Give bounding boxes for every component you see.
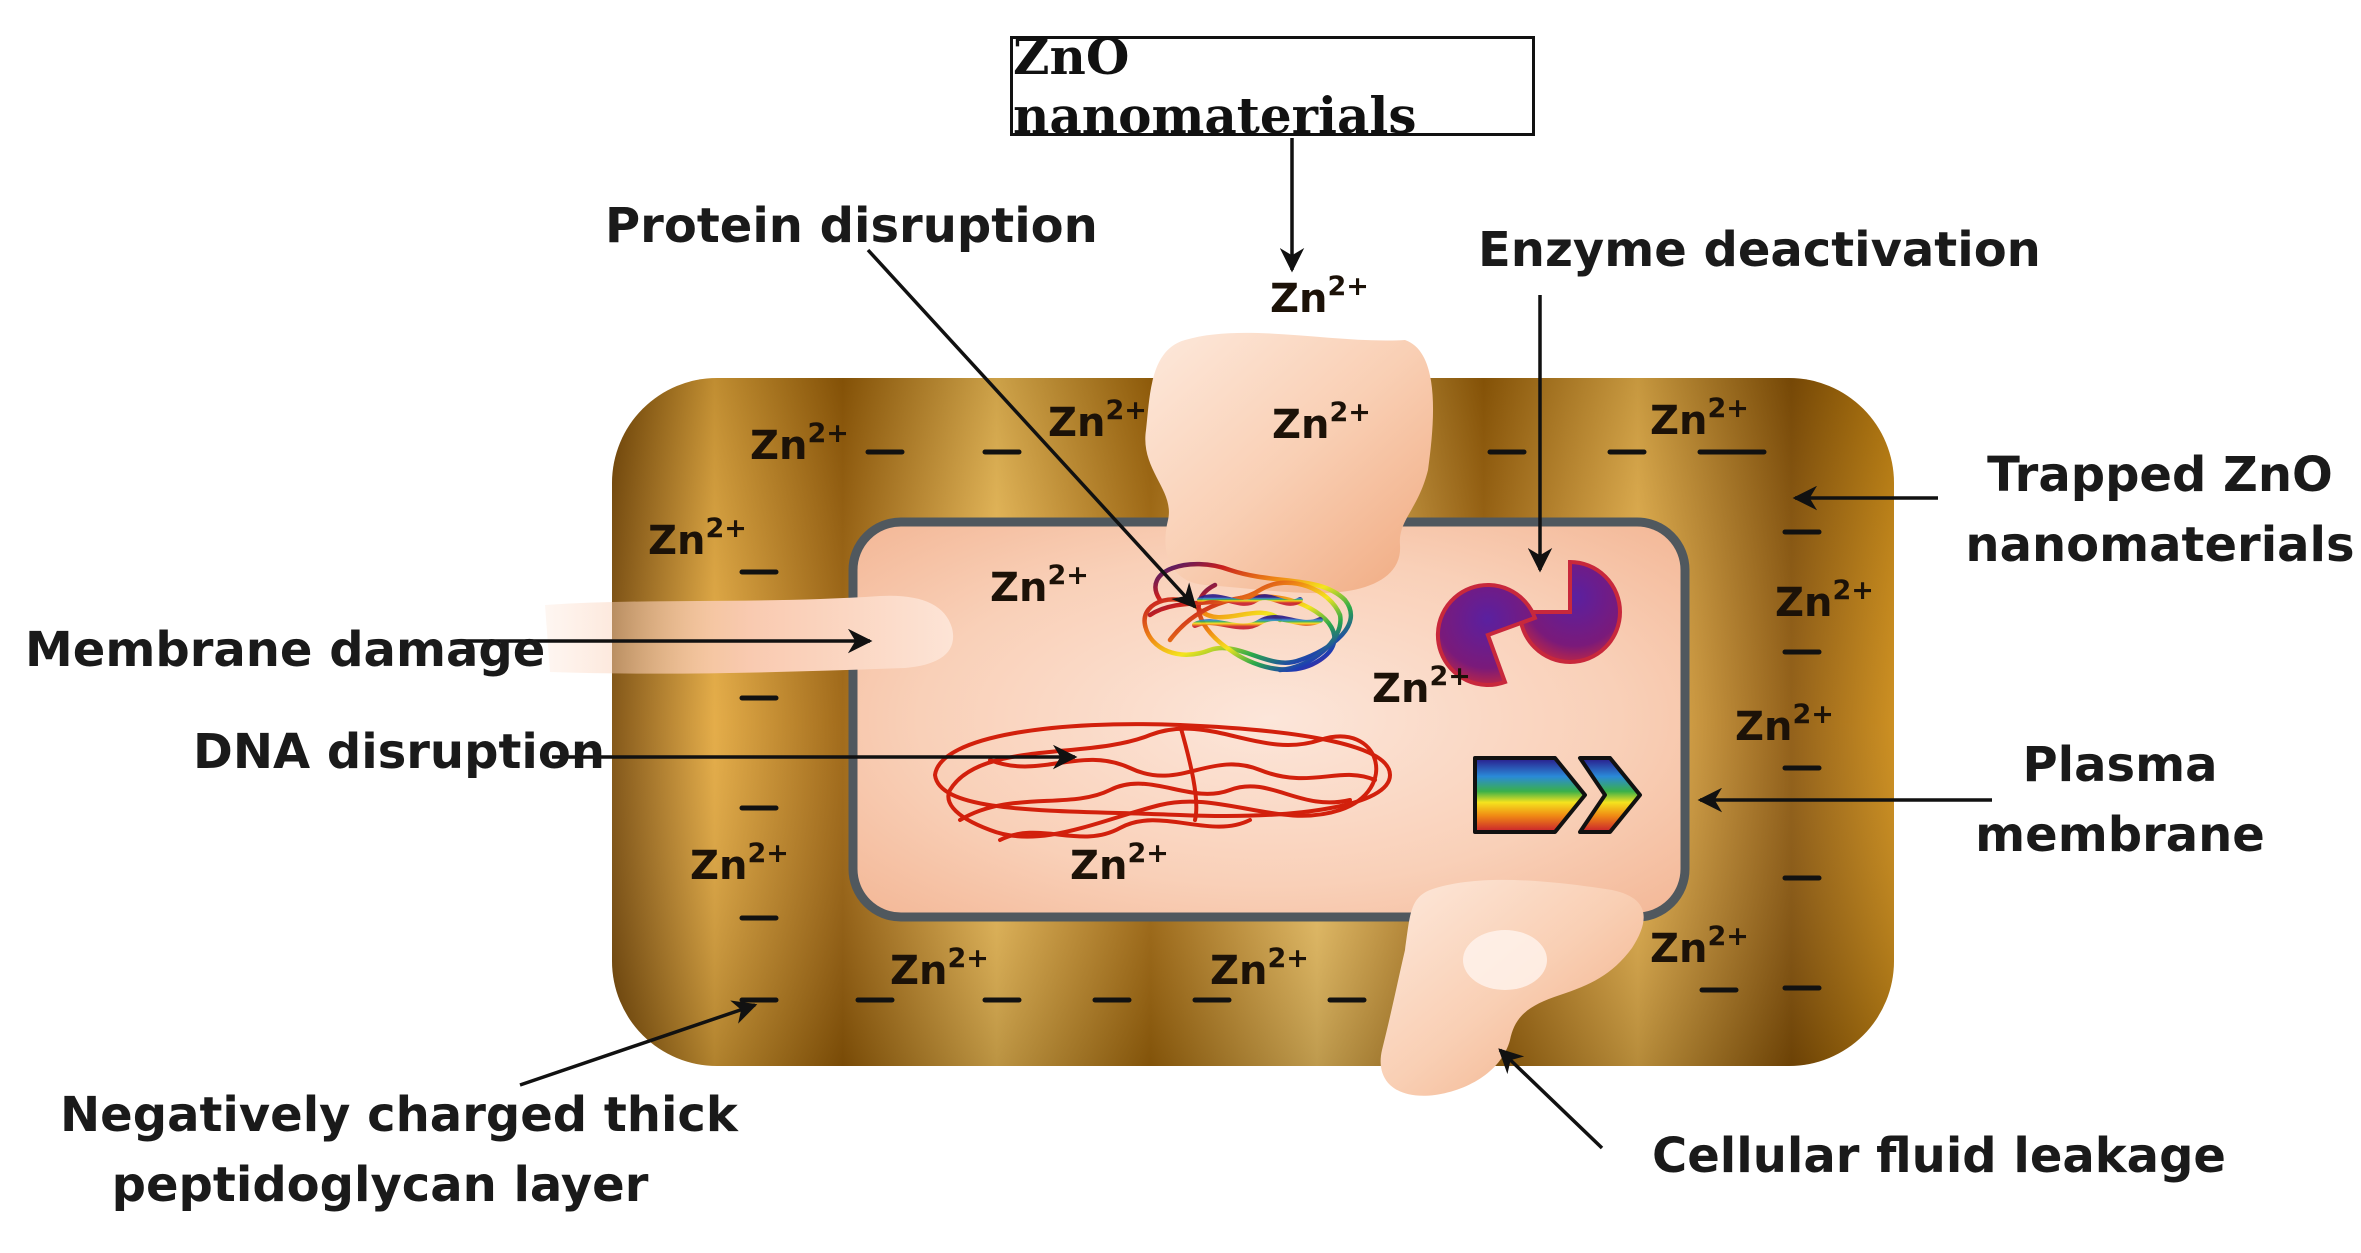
membrane-proteins [1473,756,1642,834]
zn-ion-label: Zn2+ [890,943,989,994]
zn-ion-label: Zn2+ [690,838,789,889]
zn-ion-label: Zn2+ [1210,943,1309,994]
zn-ion-label: Zn2+ [1650,393,1749,444]
zn-ion-label: Zn2+ [1070,838,1169,889]
zn-ion-label: Zn2+ [1270,271,1369,322]
label-trapped-zno-line1: Trapped ZnO [1987,447,2333,503]
label-plasma-membrane-line1: Plasma [2022,737,2218,793]
label-plasma-membrane-line2: membrane [1975,807,2265,863]
zn-ion-label: Zn2+ [990,560,1089,611]
label-dna-disruption: DNA disruption [193,724,606,780]
label-peptidoglycan-line2: peptidoglycan layer [111,1157,649,1213]
zn-ion-label: Zn2+ [1650,921,1749,972]
zn-ion-label: Zn2+ [1372,661,1471,712]
title-text: ZnO nanomaterials [1013,27,1417,145]
zn-ion-label: Zn2+ [750,418,849,469]
zn-ion-label: Zn2+ [648,513,747,564]
dna-tangle [932,722,1393,842]
label-protein-disruption: Protein disruption [605,198,1098,254]
zn-ion-label: Zn2+ [1735,699,1834,750]
zn-ion-label: Zn2+ [1272,397,1371,448]
enzyme-pieces [1435,559,1622,688]
negative-charges [739,449,1822,1003]
zno-particle-blob [1145,332,1434,594]
label-peptidoglycan-line1: Negatively charged thick [60,1087,738,1143]
label-trapped-zno-line2: nanomaterials [1965,517,2355,573]
label-fluid-leakage: Cellular fluid leakage [1652,1128,2226,1184]
membrane-damage-beam [545,595,954,674]
arrow-protein-disruption [866,248,1197,609]
label-plasma-membrane: Plasma membrane [1955,730,2285,870]
label-trapped-zno: Trapped ZnO nanomaterials [1965,440,2355,580]
zn-ion-label: Zn2+ [1775,575,1874,626]
arrow-peptidoglycan [519,1000,758,1087]
label-membrane-damage: Membrane damage [25,622,546,678]
title-box: ZnO nanomaterials [1010,27,1535,145]
arrow-fluid-leakage [1498,1048,1604,1150]
zn-ion-label: Zn2+ [1048,395,1147,446]
label-enzyme-deactivation: Enzyme deactivation [1478,222,2041,278]
label-peptidoglycan: Negatively charged thick peptidoglycan l… [60,1080,738,1220]
